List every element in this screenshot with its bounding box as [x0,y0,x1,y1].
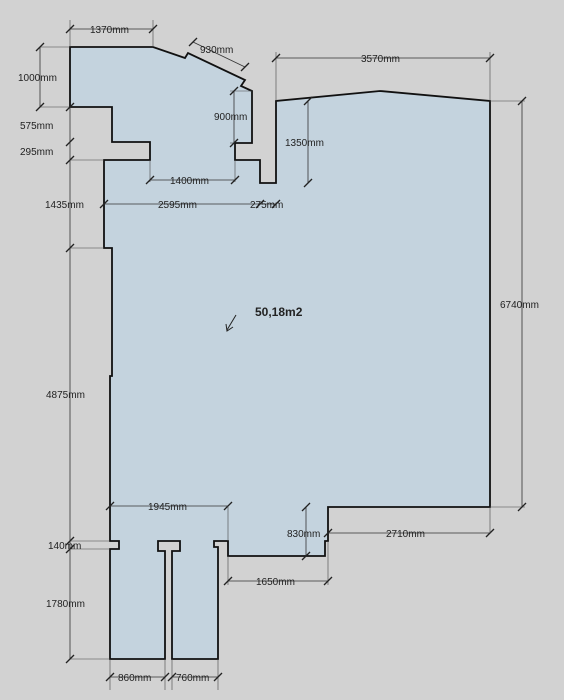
dimension-label: 1780mm [46,599,85,610]
dimension-label: 2710mm [386,529,425,540]
dimension-label: 275mm [250,200,283,211]
dimension-label: 6740mm [500,300,539,311]
dimension-label: 1400mm [170,176,209,187]
dimension-label: 1000mm [18,73,57,84]
dimension-lines [35,24,527,682]
dimension-label: 860mm [118,673,151,684]
dimension-labels: 1370mm 930mm 3570mm 1000mm 900mm 575mm 1… [18,25,539,684]
dimension-label: 3570mm [361,54,400,65]
room-outline [69,46,491,660]
dimension-label: 1435mm [45,200,84,211]
dimension-label: 930mm [200,45,233,56]
dimension-label: 140mm [48,541,81,552]
dimension-label: 1370mm [90,25,129,36]
dimension-label: 2595mm [158,200,197,211]
dimension-label: 295mm [20,147,53,158]
area-label: 50,18m2 [255,305,303,319]
dimension-label: 760mm [176,673,209,684]
dimension-label: 830mm [287,529,320,540]
dimension-label: 1350mm [285,138,324,149]
area-pointer-arrow [225,314,237,332]
dimension-label: 4875mm [46,390,85,401]
dimension-label: 1945mm [148,502,187,513]
extension-lines [40,20,525,690]
dimension-label: 1650mm [256,577,295,588]
dimension-label: 900mm [214,112,247,123]
dimension-label: 575mm [20,121,53,132]
